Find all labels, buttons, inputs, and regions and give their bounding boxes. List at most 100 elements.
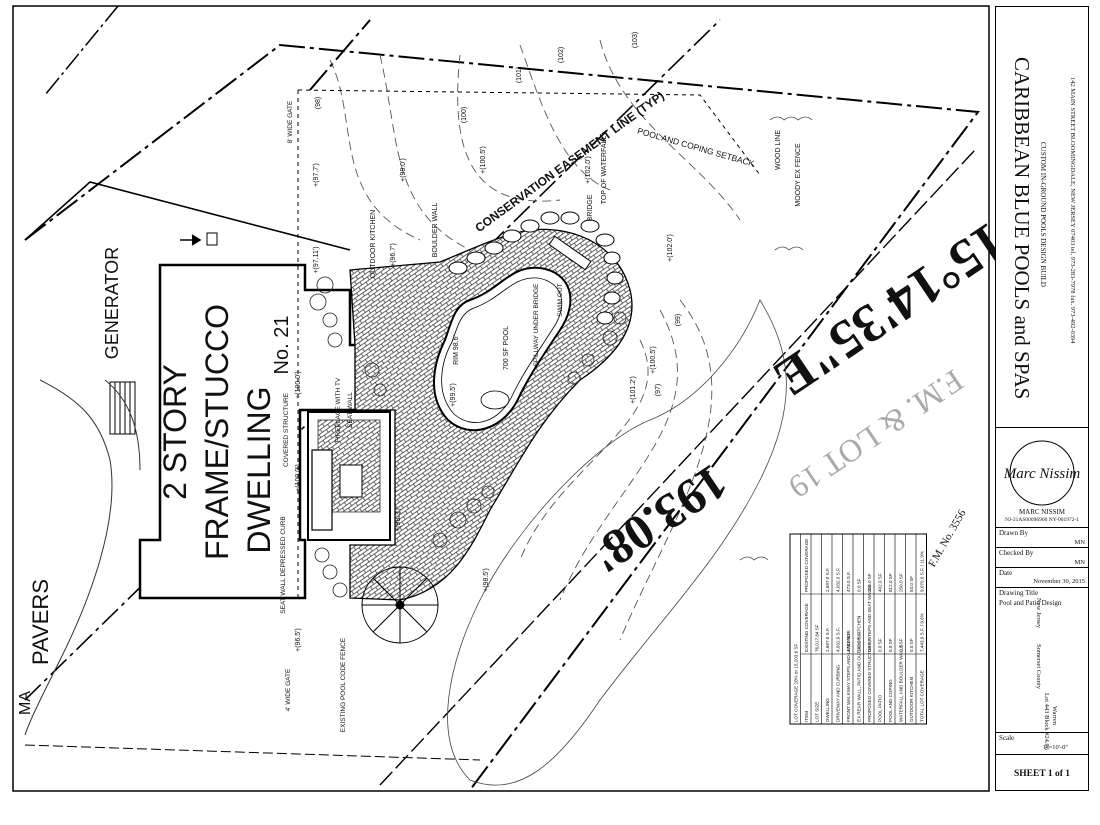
boulder-wall-label: BOULDER WALL (432, 203, 439, 258)
drawn-by-value: MN (1074, 539, 1085, 546)
designer-name: MARC NISSIM (1018, 508, 1066, 516)
dwelling-label-line1: 2 STORY (157, 364, 193, 500)
tree-symbol (361, 566, 439, 644)
planting-beds (309, 276, 627, 598)
spot-elevation: +(99.5') (450, 383, 457, 407)
dwelling-label-line3: DWELLING (241, 386, 277, 553)
coverage-table-cell: 54.0 SF (909, 576, 914, 592)
swim-out (480, 390, 510, 410)
spot-elevation: +(100.0') (295, 371, 302, 399)
distance-label: 193.08' (581, 454, 738, 585)
contour-label: (103) (632, 32, 639, 48)
street-label-fragment: MA (17, 691, 34, 715)
drawn-by-cell: Drawn By MN (996, 527, 1088, 547)
date-cell: Date November 30, 2015 (996, 567, 1088, 587)
coverage-table-cell: WATERFALL AND BOULDER WALLS (899, 644, 904, 722)
contour-lines (329, 39, 741, 641)
client-county: Somerset County (1035, 644, 1042, 689)
sheet-cell: SHEET 1 of 1 (996, 754, 1088, 790)
coverage-table-cell: 9,070.0 S.F. / 11.9% (920, 551, 925, 592)
outdoor-table (339, 464, 363, 498)
boulder-wall (448, 211, 624, 325)
date-value: November 30, 2015 (1033, 578, 1085, 585)
spot-elevation: +(97.11') (313, 246, 320, 273)
checked-by-cell: Checked By MN (996, 547, 1088, 567)
spillway-label: SPILLWAY UNDER BRIDGE (533, 283, 540, 366)
bridge-label: BRIDGE (587, 194, 594, 221)
coverage-table-cell: 473.0 S.F. (846, 631, 851, 652)
coverage-table-cell: PROPOSED COVERED STRUCTURE, STEPS AND SE… (867, 585, 872, 723)
coverage-table-header: EXISTING COVERAGE (804, 603, 809, 652)
pool-outline (433, 266, 572, 432)
spot-elevation: +(102.0') (585, 156, 592, 184)
coverage-table-cell: POOL AND COPING (888, 679, 893, 722)
seat-wall-curb-label: SEAT WALL DEPRESSED CURB (280, 516, 287, 614)
coverage-table-cell: POOL PATIO (878, 695, 883, 722)
spot-elevation: +(100.5') (650, 346, 657, 374)
paver-driveway (24, 379, 141, 736)
contour-label: (99) (675, 314, 682, 326)
spot-elevation: +(100.0') (295, 464, 302, 492)
generator-pad (109, 381, 136, 435)
coverage-table-cell: 0.0 SF (857, 578, 862, 592)
moody-fence-label: MOODY EX FENCE (795, 143, 802, 207)
gate-8-label: 8' WIDE GATE (287, 100, 294, 143)
contour-label: (100) (461, 107, 468, 123)
house-number: No. 21 (271, 316, 293, 375)
coverage-table-cell: 4,032.0 S.F. (836, 627, 841, 652)
coverage-table-cell: 241.0 S.F. (857, 631, 862, 652)
coverage-table-cell: 7,443.0 S.F. / 9.8% (920, 613, 925, 652)
signature-cell: Marc Nissim MARC NISSIM NJ-21AS00096900 … (996, 427, 1088, 527)
coverage-table-cell: TOTAL LOT COVERAGE (920, 670, 925, 722)
drawing-title-cell: Drawing Title Pool and Patio Design Warr… (996, 587, 1088, 750)
coverage-table-header: ITEM (804, 711, 809, 722)
drawn-by-label: Drawn By (999, 529, 1028, 537)
old-house-outline (24, 181, 351, 251)
contour-label: (101) (516, 67, 523, 83)
spot-elevation: +(100.5') (480, 146, 487, 174)
pool-code-fence (297, 89, 761, 600)
spot-elevation: +(99.0') (400, 158, 407, 182)
pool-inner-line (441, 277, 563, 423)
spot-elevation: +(98.5') (483, 568, 490, 592)
drawing-title-value: Pool and Patio Design (999, 599, 1062, 607)
spot-elevation: +(101.2') (630, 376, 637, 404)
company-name: CARIBBEAN BLUE POOLS and SPAS (1010, 57, 1034, 400)
sheet-border (12, 5, 990, 792)
spot-elevation: +(97.7') (313, 163, 320, 187)
swim-out-label: SWIM OUT (557, 283, 564, 316)
coverage-table-cell: 0.0 SF (909, 638, 914, 652)
bridge (548, 235, 592, 271)
coverage-table-frame (789, 533, 927, 725)
coverage-table-cell: 0.0 SF (878, 638, 883, 652)
wood-line (447, 299, 787, 786)
rim-label: RIM 98.6' (453, 335, 460, 365)
coverage-table-header: PROPOSED COVERAGE (804, 539, 809, 592)
generator-unit (206, 232, 218, 246)
signature: Marc Nissim (1003, 466, 1081, 482)
designer-license: NJ-21AS00096900 NY-001972-1 (1004, 517, 1080, 523)
coverage-table-cell: 473.0 S.F. (846, 571, 851, 592)
spot-elevation: +(102.0') (667, 234, 674, 262)
client-name: Warren (1051, 706, 1058, 725)
coverage-table-cell: 2,697.0 S.F. (825, 627, 830, 652)
company-tagline: CUSTOM IN-GROUND POOLS DESIGN BUILD (1039, 142, 1047, 287)
contour-label: (102) (558, 47, 565, 63)
scale-label: Scale (999, 734, 1015, 742)
scale-value: 1"=10'-0" (1042, 744, 1068, 751)
pool-area-label: 700 SF POOL (503, 326, 510, 370)
client-state: New Jersey (1035, 598, 1042, 629)
wood-line-scallops (739, 116, 813, 561)
generator-arrow (180, 234, 202, 246)
spot-elevation: +(98.3') (395, 508, 402, 532)
coverage-table-cell: LOT SIZE (815, 702, 820, 722)
coverage-table-title: LOT COVERAGE 20% or 15,203.6 SF (794, 644, 799, 722)
contour-label: (98) (315, 97, 322, 109)
pavers-label: PAVERS (28, 579, 53, 665)
spot-elevation: +(96.7') (390, 243, 397, 267)
coverage-table-cell: 2,697.0 S.F. (825, 567, 830, 592)
coverage-table-cell: 250.0 SF (899, 573, 904, 592)
checked-by-value: MN (1074, 559, 1085, 566)
coverage-table-cell: 812.0 SF (888, 573, 893, 592)
